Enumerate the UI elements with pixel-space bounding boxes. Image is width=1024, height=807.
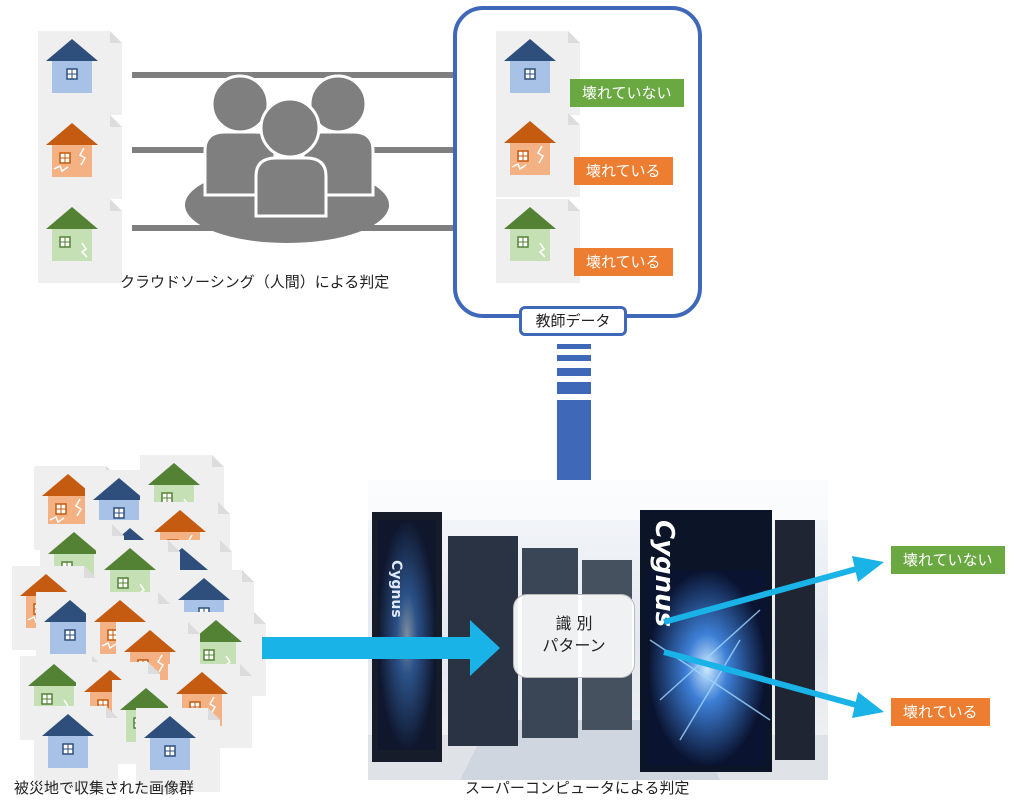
training-result-badge-2: 壊れている	[574, 157, 673, 185]
pattern-label-line2: パターン	[542, 636, 606, 655]
output-result-badge-2: 壊れている	[891, 698, 990, 726]
disaster-image-collage	[11, 454, 267, 793]
supercomputer-caption: スーパーコンピュータによる判定	[465, 779, 690, 797]
input-to-computer-arrow	[262, 620, 500, 676]
output-arrows	[663, 556, 884, 718]
crowd-judgment-caption: クラウドソーシング（人間）による判定	[120, 273, 390, 291]
cygnus-side-logo: Cygnus	[388, 560, 404, 618]
disaster-images-caption: 被災地で収集された画像群	[14, 779, 195, 797]
labeled-house-green	[495, 198, 581, 284]
labeled-house-orange	[495, 112, 581, 198]
training-result-badge-3: 壊れている	[574, 248, 673, 276]
labeled-house-blue	[495, 30, 581, 116]
cygnus-front-logo: Cygnus	[649, 520, 679, 627]
output-result-badge-1: 壊れていない	[891, 546, 1005, 574]
input-house-orange	[37, 114, 123, 200]
input-house-green	[37, 198, 123, 284]
identification-pattern-box: 識 別 パターン	[513, 594, 635, 678]
input-house-blue	[37, 30, 123, 116]
training-result-badge-1: 壊れていない	[570, 79, 684, 107]
crowd-people-icon	[185, 74, 389, 243]
pattern-label-line1: 識 別	[555, 614, 593, 633]
teacher-data-label: 教師データ	[519, 306, 627, 336]
